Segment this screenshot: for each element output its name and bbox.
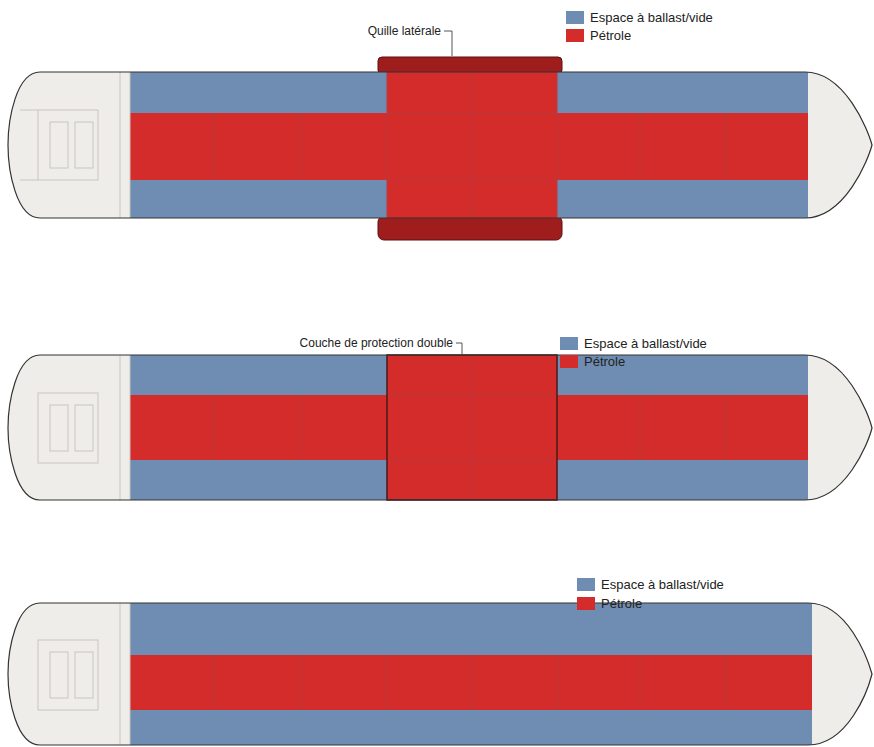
legend-swatch <box>566 11 584 24</box>
part-label: Couche de protection double <box>300 336 453 350</box>
legend-text: Espace à ballast/vide <box>584 336 707 351</box>
legend-swatch <box>577 578 595 591</box>
legend-swatch <box>577 597 595 610</box>
legend-item: Espace à ballast/vide <box>566 10 713 25</box>
legend-text: Pétrole <box>601 596 642 611</box>
tanker-double-hull <box>8 603 874 745</box>
legend-item: Pétrole <box>566 28 631 43</box>
tanker-double-protection <box>8 343 874 500</box>
legend-swatch <box>560 355 578 368</box>
legend-text: Pétrole <box>590 28 631 43</box>
legend-item: Espace à ballast/vide <box>560 336 707 351</box>
tanker-side-keel <box>8 31 874 240</box>
legend-item: Pétrole <box>577 596 642 611</box>
legend-swatch <box>560 337 578 350</box>
legend-text: Espace à ballast/vide <box>590 10 713 25</box>
legend-swatch <box>566 29 584 42</box>
part-label: Quille latérale <box>368 24 441 38</box>
legend-text: Pétrole <box>584 354 625 369</box>
legend-item: Pétrole <box>560 354 625 369</box>
legend-text: Espace à ballast/vide <box>601 577 724 592</box>
legend-item: Espace à ballast/vide <box>577 577 724 592</box>
